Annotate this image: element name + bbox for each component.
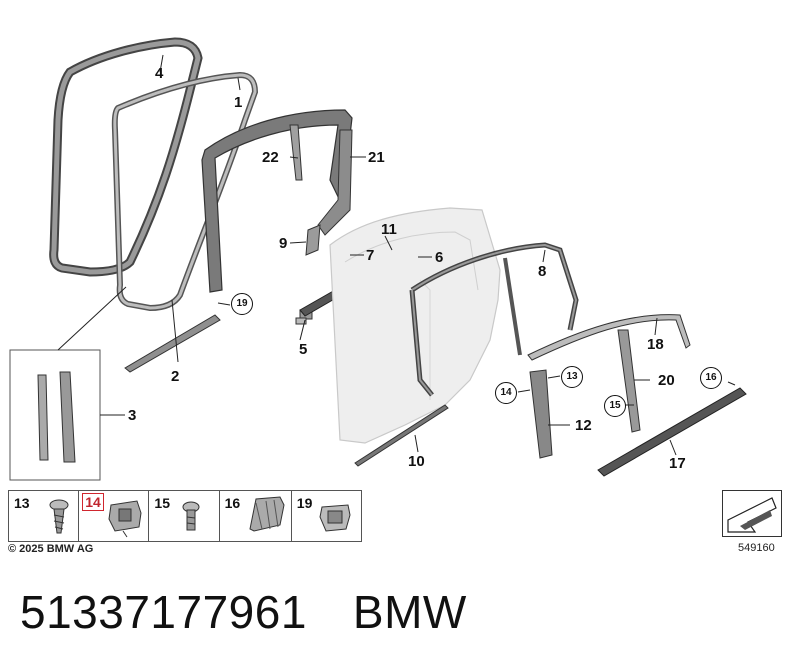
callout-9: 9 <box>279 235 288 252</box>
callout-8: 8 <box>538 263 547 280</box>
callout-18: 18 <box>647 336 664 353</box>
callout-2: 2 <box>171 368 180 385</box>
strip-cell-15[interactable]: 15 <box>149 491 220 541</box>
circled-callout-16: 16 <box>700 367 722 389</box>
callout-10: 10 <box>408 453 425 470</box>
c-pillar-trim-20 <box>617 329 641 433</box>
screw-icon <box>49 499 69 534</box>
callout-22: 22 <box>262 149 279 166</box>
strip-number-19: 19 <box>296 495 313 511</box>
window-frame-seal-21 <box>201 109 353 293</box>
circled-callout-15: 15 <box>604 395 626 417</box>
callout-1: 1 <box>234 94 243 111</box>
window-frame-8 <box>409 242 579 397</box>
small-parts-strip: 13 14 15 16 19 <box>8 490 362 542</box>
circled-callout-14: 14 <box>495 382 517 404</box>
strip-cell-16[interactable]: 16 <box>220 491 292 541</box>
lower-strip-10 <box>354 404 449 467</box>
strip-cell-19[interactable]: 19 <box>292 491 361 541</box>
strip-cell-13[interactable]: 13 <box>9 491 80 541</box>
trim-strip-22 <box>289 124 303 181</box>
circled-callout-19: 19 <box>231 293 253 315</box>
callout-17: 17 <box>669 455 686 472</box>
edge-clip-icon <box>249 496 285 532</box>
b-pillar-trim-12 <box>529 369 553 459</box>
strip-number-15: 15 <box>154 495 170 511</box>
callout-12: 12 <box>575 417 592 434</box>
strip-number-14: 14 <box>82 493 104 511</box>
door-seal-4 <box>49 37 203 277</box>
circled-callout-13: 13 <box>561 366 583 388</box>
copyright-text: © 2025 BMW AG <box>8 543 94 555</box>
bolt-icon <box>182 501 200 531</box>
callout-6: 6 <box>435 249 444 266</box>
roof-trim-18 <box>527 314 691 361</box>
callout-7: 7 <box>366 247 375 264</box>
strip-number-16: 16 <box>224 495 241 511</box>
clip-nut-icon <box>108 500 142 538</box>
trim-piece-9 <box>305 224 321 256</box>
reference-symbol-icon <box>727 497 777 533</box>
reference-box <box>722 490 782 537</box>
callout-3: 3 <box>128 407 137 424</box>
callout-20: 20 <box>658 372 675 389</box>
reference-number: 549160 <box>738 542 775 554</box>
strip-cell-14[interactable]: 14 <box>79 491 150 541</box>
part-number: 51337177961 <box>20 586 307 638</box>
parts-diagram <box>9 37 777 533</box>
callout-11: 11 <box>381 221 397 238</box>
callout-21: 21 <box>368 149 385 166</box>
door-seal-1 <box>111 71 259 312</box>
strip-number-13: 13 <box>14 495 30 511</box>
brand-name: BMW <box>352 586 467 638</box>
belt-moulding-17 <box>597 387 747 477</box>
callout-4: 4 <box>155 65 164 82</box>
sill-strip-2 <box>124 314 221 373</box>
leader-lines <box>57 54 736 456</box>
callout-5: 5 <box>299 341 308 358</box>
expanding-nut-icon <box>319 504 351 532</box>
detail-box-3 <box>9 349 101 481</box>
part-number-footer: 51337177961 BMW <box>20 585 467 639</box>
